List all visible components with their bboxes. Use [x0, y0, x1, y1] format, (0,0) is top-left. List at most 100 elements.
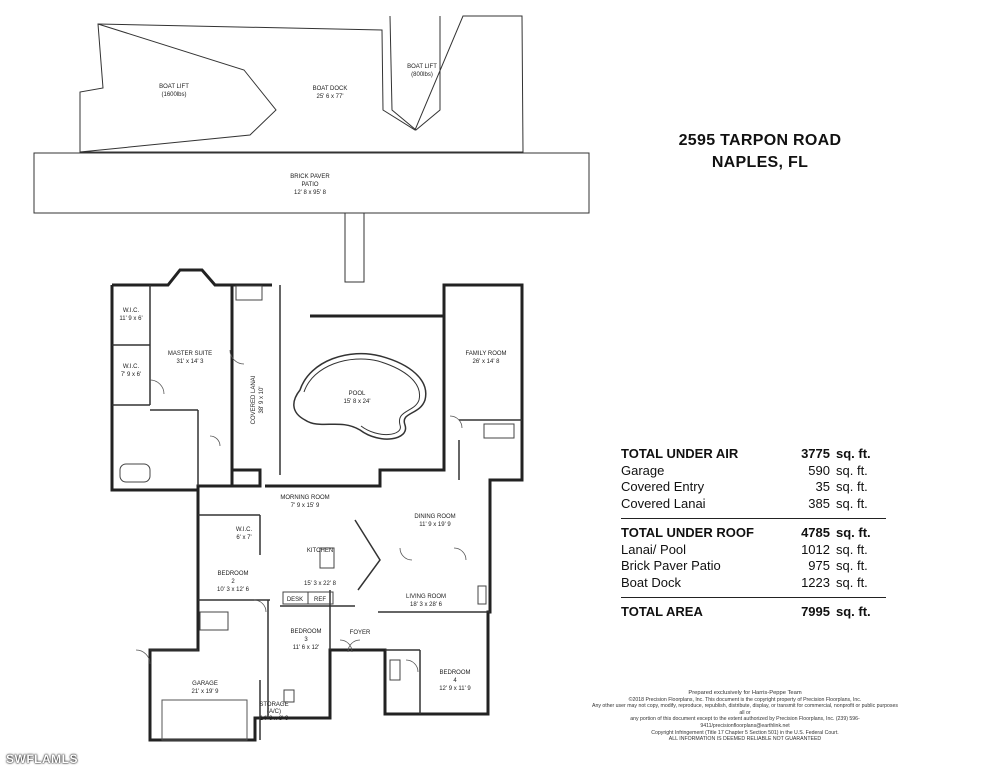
address-line-2: NAPLES, FL	[711, 154, 809, 171]
desk-label: DESK	[287, 597, 303, 603]
area-row: Covered Lanai 385 sq. ft.	[621, 496, 886, 513]
wic3-label: W.I.C.	[236, 527, 253, 533]
area-label: Garage	[621, 462, 665, 478]
area-row: Garage 590 sq. ft.	[621, 463, 886, 480]
boat-lift-1-dims: (1600lbs)	[161, 92, 186, 98]
area-unit: sq. ft.	[836, 525, 871, 540]
patio-outline	[33, 152, 590, 214]
area-value: 385	[808, 495, 830, 511]
area-unit: sq. ft.	[836, 479, 868, 494]
morning-label: MORNING ROOM	[280, 495, 329, 501]
boat-dock-label: BOAT DOCK	[313, 86, 348, 92]
copyright-notice: Prepared exclusively for Harris-Peppe Te…	[590, 690, 900, 743]
lanai-label: COVERED LANAI	[251, 375, 257, 424]
wic2-dims: 7' 9 x 6'	[121, 372, 141, 378]
total-label: TOTAL AREA	[621, 604, 703, 619]
kitchen-label: KITCHEN	[307, 548, 333, 554]
boat-lift-1-outline	[79, 23, 277, 153]
family-dims: 26' x 14' 8	[473, 359, 501, 365]
area-label: TOTAL UNDER AIR	[621, 446, 739, 461]
credits-line: any portion of this document except to t…	[630, 716, 860, 729]
storage-label: STORAGE	[259, 702, 288, 708]
area-row: Lanai/ Pool 1012 sq. ft.	[621, 542, 886, 559]
foyer-label: FOYER	[350, 630, 371, 636]
credits-line: Any other user may not copy, modify, rep…	[592, 703, 898, 716]
credits-line: Copyright Infringement (Title 17 Chapter…	[651, 729, 839, 736]
lanai-dims: 38' 9 x 10'	[259, 387, 265, 414]
garage-dims: 21' x 19' 9	[192, 689, 220, 695]
pool-dims: 15' 8 x 24'	[344, 399, 371, 405]
area-unit: sq. ft.	[836, 541, 868, 557]
area-row: TOTAL UNDER ROOF 4785 sq. ft.	[621, 525, 886, 542]
area-unit: sq. ft.	[836, 446, 871, 461]
wic2-label: W.I.C.	[123, 364, 140, 370]
living-label: LIVING ROOM	[406, 594, 446, 600]
dining-label: DINING ROOM	[414, 514, 455, 520]
credits-line: Prepared exclusively for Harris-Peppe Te…	[688, 690, 802, 696]
boat-lift-2-label: BOAT LIFT	[407, 64, 437, 70]
master-label: MASTER SUITE	[168, 351, 212, 357]
kitchen-dims: 15' 3 x 22' 8	[304, 581, 337, 587]
master-dims: 31' x 14' 3	[177, 359, 205, 365]
dining-dims: 11' 9 x 19' 9	[419, 522, 451, 528]
area-value: 1012	[801, 541, 830, 557]
bed4-dims: 12' 9 x 11' 9	[439, 686, 471, 692]
area-row: Brick Paver Patio 975 sq. ft.	[621, 558, 886, 575]
mls-watermark: SWFLAMLS	[6, 752, 78, 766]
boat-lift-2-outline	[389, 15, 441, 131]
ref-label: REF	[314, 597, 326, 603]
bed3-dims: 11' 6 x 12'	[293, 645, 320, 651]
total-unit: sq. ft.	[836, 604, 871, 619]
area-value: 590	[808, 462, 830, 478]
area-unit: sq. ft.	[836, 462, 868, 478]
area-label: Covered Entry	[621, 479, 705, 494]
area-row: Boat Dock 1223 sq. ft.	[621, 575, 886, 592]
bed3-label: BEDROOM	[290, 629, 321, 635]
bed4-label: BEDROOM	[439, 670, 470, 676]
boat-lift-2-dims: (800lbs)	[411, 72, 433, 78]
bed3-num: 3	[304, 637, 308, 643]
area-label: TOTAL UNDER ROOF	[621, 525, 754, 540]
area-label: Brick Paver Patio	[621, 558, 721, 573]
total-value: 7995	[801, 604, 830, 619]
divider	[621, 597, 886, 598]
boat-dock-dims: 25' 6 x 77'	[317, 94, 344, 100]
garage-label: GARAGE	[192, 681, 218, 687]
patio-dims: 12' 8 x 95' 8	[294, 190, 327, 196]
total-row: TOTAL AREA 7995 sq. ft.	[621, 604, 886, 621]
wic3-dims: 6' x 7'	[236, 535, 251, 541]
area-label: Lanai/ Pool	[621, 541, 687, 557]
area-row: Covered Entry 35 sq. ft.	[621, 479, 886, 496]
boat-lift-1-label: BOAT LIFT	[159, 84, 189, 90]
pool-outline	[293, 352, 427, 440]
area-value: 975	[808, 558, 830, 573]
address-line-1: 2595 TARPON ROAD	[678, 132, 842, 149]
area-unit: sq. ft.	[836, 495, 868, 511]
family-label: FAMILY ROOM	[465, 351, 506, 357]
morning-dims: 7' 9 x 15' 9	[291, 503, 320, 509]
bed4-num: 4	[453, 678, 457, 684]
area-value: 3775	[801, 446, 830, 461]
living-dims: 18' 3 x 28' 6	[410, 602, 443, 608]
area-row: TOTAL UNDER AIR 3775 sq. ft.	[621, 446, 886, 463]
area-value: 35	[815, 479, 830, 494]
patio-label-2: PATIO	[301, 182, 318, 188]
credits-line: ©2018 Precision Floorplans, Inc. This do…	[628, 696, 862, 703]
divider	[621, 518, 886, 519]
wic1-dims: 11' 9 x 6'	[119, 316, 142, 322]
storage-dims: 14' 9 x 8' 9	[260, 716, 289, 722]
pool-label: POOL	[349, 391, 366, 397]
area-label: Boat Dock	[621, 574, 681, 590]
patio-label: BRICK PAVER	[290, 174, 330, 180]
area-summary: TOTAL UNDER AIR 3775 sq. ft. Garage 590 …	[621, 446, 886, 621]
area-unit: sq. ft.	[836, 574, 868, 590]
house-outline	[112, 268, 524, 742]
boat-dock-outline	[79, 15, 524, 153]
area-label: Covered Lanai	[621, 495, 706, 511]
area-value: 4785	[801, 525, 830, 540]
area-unit: sq. ft.	[836, 558, 868, 573]
bed2-dims: 10' 3 x 12' 6	[217, 587, 250, 593]
bed2-num: 2	[231, 579, 235, 585]
wic1-label: W.I.C.	[123, 308, 140, 314]
